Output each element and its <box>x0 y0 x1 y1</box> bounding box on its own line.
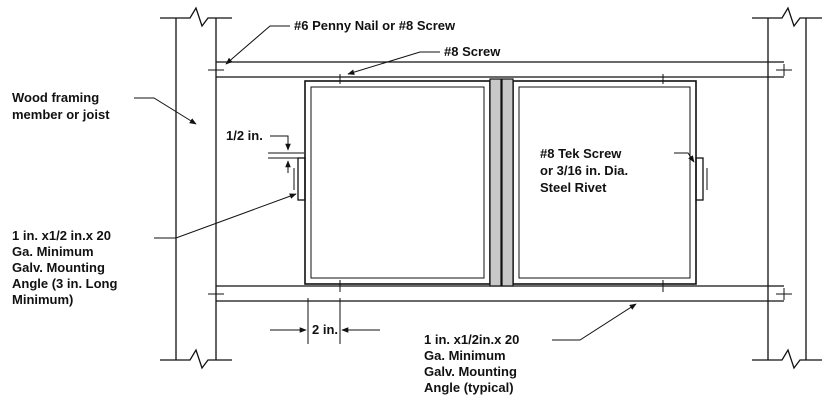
right-break-bottom <box>752 348 822 370</box>
right-side-angle <box>695 157 708 201</box>
right-break-top <box>752 6 822 28</box>
top-mounting-angle <box>208 61 792 84</box>
label-angle-bottom-line-1: 1 in. x1/2in.x 20 <box>424 332 519 347</box>
leader-wood-framing <box>134 97 197 125</box>
dimension-two-inch <box>270 298 380 344</box>
label-two-inch: 2 in. <box>312 322 338 337</box>
label-angle-left-line-1: 1 in. x1/2 in.x 20 <box>12 228 111 243</box>
label-half-inch: 1/2 in. <box>226 128 263 143</box>
label-angle-bottom: 1 in. x1/2in.x 20 Ga. Minimum Galv. Moun… <box>424 332 523 395</box>
label-tek-screw-line-1: #8 Tek Screw <box>540 146 622 161</box>
label-wood-framing-line-1: Wood framing <box>12 90 99 105</box>
leader-angle-bottom <box>552 303 637 341</box>
label-angle-bottom-line-3: Galv. Mounting <box>424 364 517 379</box>
leader-angle-left <box>154 193 297 239</box>
right-wood-member <box>752 6 822 370</box>
label-tek-screw-line-2: or 3/16 in. Dia. <box>540 163 628 178</box>
label-tek-screw-line-3: Steel Rivet <box>540 180 607 195</box>
label-angle-left-line-3: Galv. Mounting <box>12 260 105 275</box>
leader-screw-8 <box>347 51 440 75</box>
label-screw-8: #8 Screw <box>444 44 501 59</box>
label-angle-left-line-2: Ga. Minimum <box>12 244 94 259</box>
leader-tek-screw <box>674 152 695 163</box>
label-tek-screw: #8 Tek Screw or 3/16 in. Dia. Steel Rive… <box>540 146 632 195</box>
label-wood-framing: Wood framing member or joist <box>12 90 110 122</box>
left-break-bottom <box>160 348 232 370</box>
leader-nail-or-screw <box>225 25 290 65</box>
label-angle-bottom-line-2: Ga. Minimum <box>424 348 506 363</box>
left-break-top <box>160 6 232 28</box>
label-angle-bottom-line-4: Angle (typical) <box>424 380 514 395</box>
dimension-half-inch <box>268 135 304 173</box>
left-panel <box>304 80 491 285</box>
label-nail-or-screw: #6 Penny Nail or #8 Screw <box>294 18 456 33</box>
label-angle-left-line-4: Angle (3 in. Long <box>12 276 117 291</box>
label-wood-framing-line-2: member or joist <box>12 107 110 122</box>
center-mullion <box>489 78 514 287</box>
label-angle-left: 1 in. x1/2 in.x 20 Ga. Minimum Galv. Mou… <box>12 228 121 307</box>
label-angle-left-line-5: Minimum) <box>12 292 73 307</box>
